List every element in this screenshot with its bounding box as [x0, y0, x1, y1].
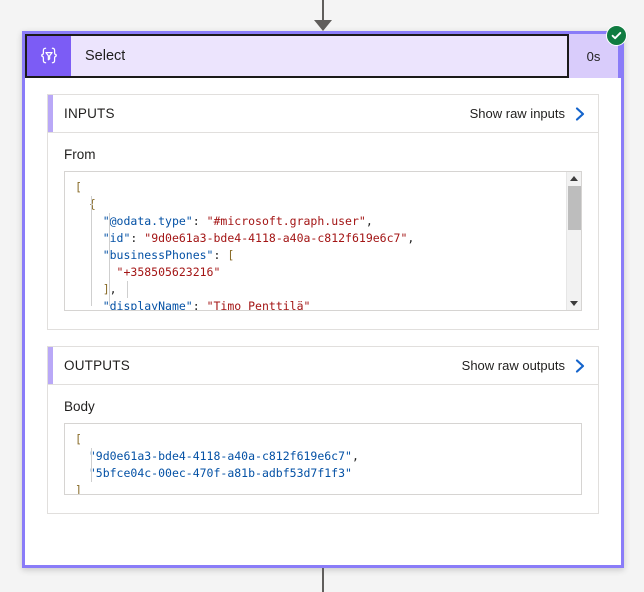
outputs-section-title: OUTPUTS [64, 358, 130, 373]
scroll-up-arrow-icon[interactable] [570, 176, 578, 181]
checkmark-circle-icon [606, 25, 627, 46]
select-data-operation-icon [27, 36, 71, 76]
indent-guide [91, 448, 92, 482]
outputs-section: OUTPUTS Show raw outputs Body [ "9d0e61a… [47, 346, 599, 514]
inputs-section-content: From [ { "@odata.type": "#microsoft.grap… [48, 133, 598, 329]
inputs-section-title: INPUTS [64, 106, 115, 121]
show-raw-outputs-link[interactable]: Show raw outputs [462, 358, 586, 374]
indent-guide [91, 196, 92, 306]
connector-line-top [322, 0, 324, 28]
chevron-right-icon [575, 106, 585, 121]
indent-guide [109, 213, 110, 306]
action-title: Select [85, 48, 126, 64]
inputs-field-label: From [64, 147, 96, 162]
outputs-section-content: Body [ "9d0e61a3-bde4-4118-a40a-c812f619… [48, 385, 598, 513]
outputs-code-box[interactable]: [ "9d0e61a3-bde4-4118-a40a-c812f619e6c7"… [64, 423, 582, 495]
action-card-body: INPUTS Show raw inputs From [ { "@odata.… [25, 78, 621, 544]
inputs-code-content: [ { "@odata.type": "#microsoft.graph.use… [75, 180, 415, 310]
inputs-code-box[interactable]: [ { "@odata.type": "#microsoft.graph.use… [64, 171, 582, 311]
scrollbar-thumb[interactable] [568, 186, 581, 230]
section-accent-bar [48, 347, 53, 384]
arrow-down-icon [314, 20, 332, 31]
action-header-main[interactable]: Select [25, 34, 569, 78]
show-raw-inputs-label: Show raw inputs [469, 106, 565, 121]
outputs-section-header: OUTPUTS Show raw outputs [48, 347, 598, 385]
action-card-select[interactable]: Select 0s INPUTS Show raw inputs [22, 25, 627, 568]
outputs-code-content: [ "9d0e61a3-bde4-4118-a40a-c812f619e6c7"… [75, 432, 359, 494]
show-raw-outputs-label: Show raw outputs [461, 358, 565, 373]
indent-guide [127, 281, 128, 298]
inputs-scrollbar[interactable] [566, 172, 581, 310]
connector-line-bottom [322, 568, 324, 592]
outputs-field-label: Body [64, 399, 95, 414]
inputs-section-header: INPUTS Show raw inputs [48, 95, 598, 133]
action-card-header[interactable]: Select 0s [25, 25, 627, 78]
chevron-right-icon [575, 358, 585, 373]
section-accent-bar [48, 95, 53, 132]
inputs-section: INPUTS Show raw inputs From [ { "@odata.… [47, 94, 599, 330]
scroll-down-arrow-icon[interactable] [570, 301, 578, 306]
show-raw-inputs-link[interactable]: Show raw inputs [470, 106, 586, 122]
